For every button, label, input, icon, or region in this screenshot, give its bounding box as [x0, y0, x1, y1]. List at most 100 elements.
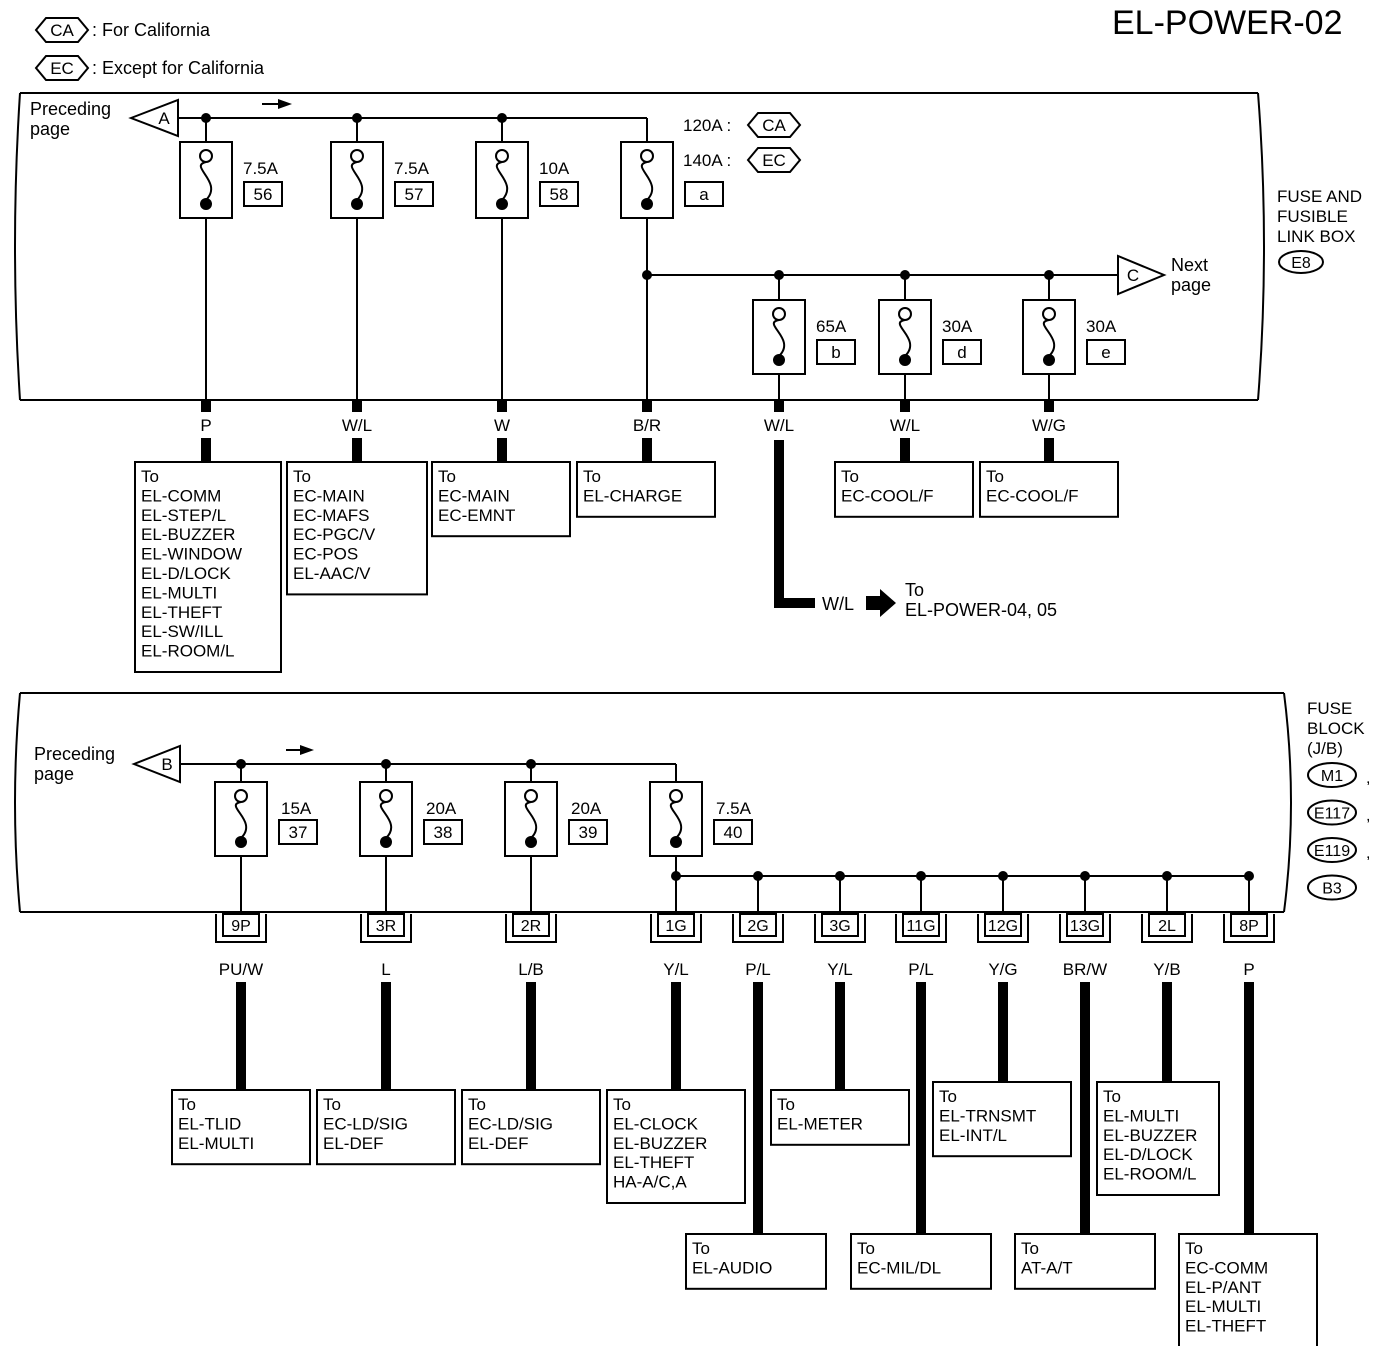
terminal-pin: 2G: [747, 918, 768, 935]
destination-box-line: EL-CHARGE: [583, 486, 682, 505]
preceding-text-b-2: page: [34, 764, 74, 784]
svg-text:,: ,: [1366, 770, 1370, 787]
destination-box-line: To: [986, 467, 1004, 486]
destination-box: [171, 1089, 311, 1166]
fuse-rating: 10A: [539, 159, 570, 178]
destination-box: [134, 461, 282, 673]
wire-color: L: [381, 960, 390, 979]
fuse-rating: 7.5A: [243, 159, 279, 178]
fuse-id: a: [699, 185, 709, 204]
legend-ca-code: CA: [50, 21, 74, 40]
destination-box: [850, 1233, 992, 1290]
terminal-pin: 3G: [829, 918, 850, 935]
destination-box: [1014, 1233, 1156, 1290]
link-rating-ec-code: EC: [762, 151, 786, 170]
destination-box-line: To: [178, 1095, 196, 1114]
destination-box-line: EL-METER: [777, 1114, 863, 1133]
preceding-arrow-b: [131, 744, 181, 784]
block-label-line-2: BLOCK: [1307, 719, 1365, 738]
fuse-id: b: [831, 343, 840, 362]
preceding-letter-a: A: [158, 109, 170, 128]
destination-box: [316, 1089, 456, 1166]
preceding-arrow-a: [128, 98, 179, 138]
wire-color: Y/L: [827, 960, 853, 979]
svg-text:B3: B3: [1322, 881, 1342, 898]
destination-box-line: To: [777, 1095, 795, 1114]
wire-color: W/G: [1032, 416, 1066, 435]
wire-color: Y/G: [988, 960, 1017, 979]
wire-color: P/L: [908, 960, 934, 979]
branch-dest-line-1: To: [905, 580, 924, 600]
box-connector: E8: [1291, 255, 1311, 272]
destination-box-line: EC-MAIN: [438, 486, 510, 505]
destination-box-line: EC-POS: [293, 545, 358, 564]
destination-box-line: To: [613, 1095, 631, 1114]
destination-box-line: EL-D/LOCK: [141, 564, 231, 583]
destination-box-line: EL-AAC/V: [293, 564, 371, 583]
next-arrow-c: [1117, 254, 1167, 296]
fuse-id: 39: [579, 823, 598, 842]
connector-e119: E119,: [1307, 837, 1370, 863]
legend-ec-code: EC: [50, 59, 74, 78]
wire-color: P/L: [745, 960, 771, 979]
wire-color: Y/L: [663, 960, 689, 979]
wire-color: W/L: [890, 416, 920, 435]
fuse-id: 57: [405, 185, 424, 204]
destination-box-line: EL-TLID: [178, 1114, 241, 1133]
terminal-pin: 8P: [1239, 918, 1259, 935]
box-label-line-3: LINK BOX: [1277, 227, 1355, 246]
legend-ec-text: : Except for California: [92, 58, 265, 78]
svg-text:M1: M1: [1321, 768, 1343, 785]
wire-color: W/L: [342, 416, 372, 435]
destination-box-line: EL-MULTI: [178, 1134, 254, 1153]
terminal-pin: 1G: [665, 918, 686, 935]
destination-box-line: EL-D/LOCK: [1103, 1145, 1193, 1164]
terminal-pin: 2R: [521, 918, 541, 935]
destination-box-line: EL-BUZZER: [1103, 1126, 1197, 1145]
destination-box-line: EL-SW/ILL: [141, 622, 223, 641]
destination-box: [770, 1089, 910, 1146]
svg-text:E119: E119: [1314, 843, 1350, 860]
destination-box: [834, 461, 974, 518]
wire-color: P: [200, 416, 211, 435]
destination-box-line: EL-BUZZER: [613, 1134, 707, 1153]
destination-box-line: To: [323, 1095, 341, 1114]
destination-box-line: EL-MULTI: [141, 583, 217, 602]
wire-color: W/L: [764, 416, 794, 435]
fuse-rating: 7.5A: [394, 159, 430, 178]
next-text-c-1: Next: [1171, 255, 1208, 275]
destination-box-line: EL-THEFT: [613, 1153, 694, 1172]
destination-box: [606, 1089, 746, 1204]
destination-box-line: EL-BUZZER: [141, 525, 235, 544]
legend-ca: CA : For California: [34, 17, 211, 43]
fuse-id: d: [957, 343, 966, 362]
wire-color: BR/W: [1063, 960, 1107, 979]
destination-box-line: To: [141, 467, 159, 486]
destination-box-line: To: [857, 1239, 875, 1258]
destination-box-line: EL-DEF: [323, 1134, 383, 1153]
branch-dest-line-2: EL-POWER-04, 05: [905, 600, 1057, 620]
destination-box: [1178, 1233, 1318, 1346]
destination-box-line: EL-COMM: [141, 486, 221, 505]
destination-box: [1096, 1081, 1220, 1196]
branch-arrow: [866, 589, 896, 617]
destination-box: [932, 1081, 1072, 1158]
destination-box: [461, 1089, 601, 1166]
destination-box: [431, 461, 571, 538]
fuse-rating: 7.5A: [716, 799, 752, 818]
destination-box-line: EL-THEFT: [1185, 1317, 1266, 1336]
branch-wire-color: W/L: [822, 594, 854, 614]
flow-arrow-top: [278, 99, 292, 109]
fuse-id: e: [1101, 343, 1110, 362]
